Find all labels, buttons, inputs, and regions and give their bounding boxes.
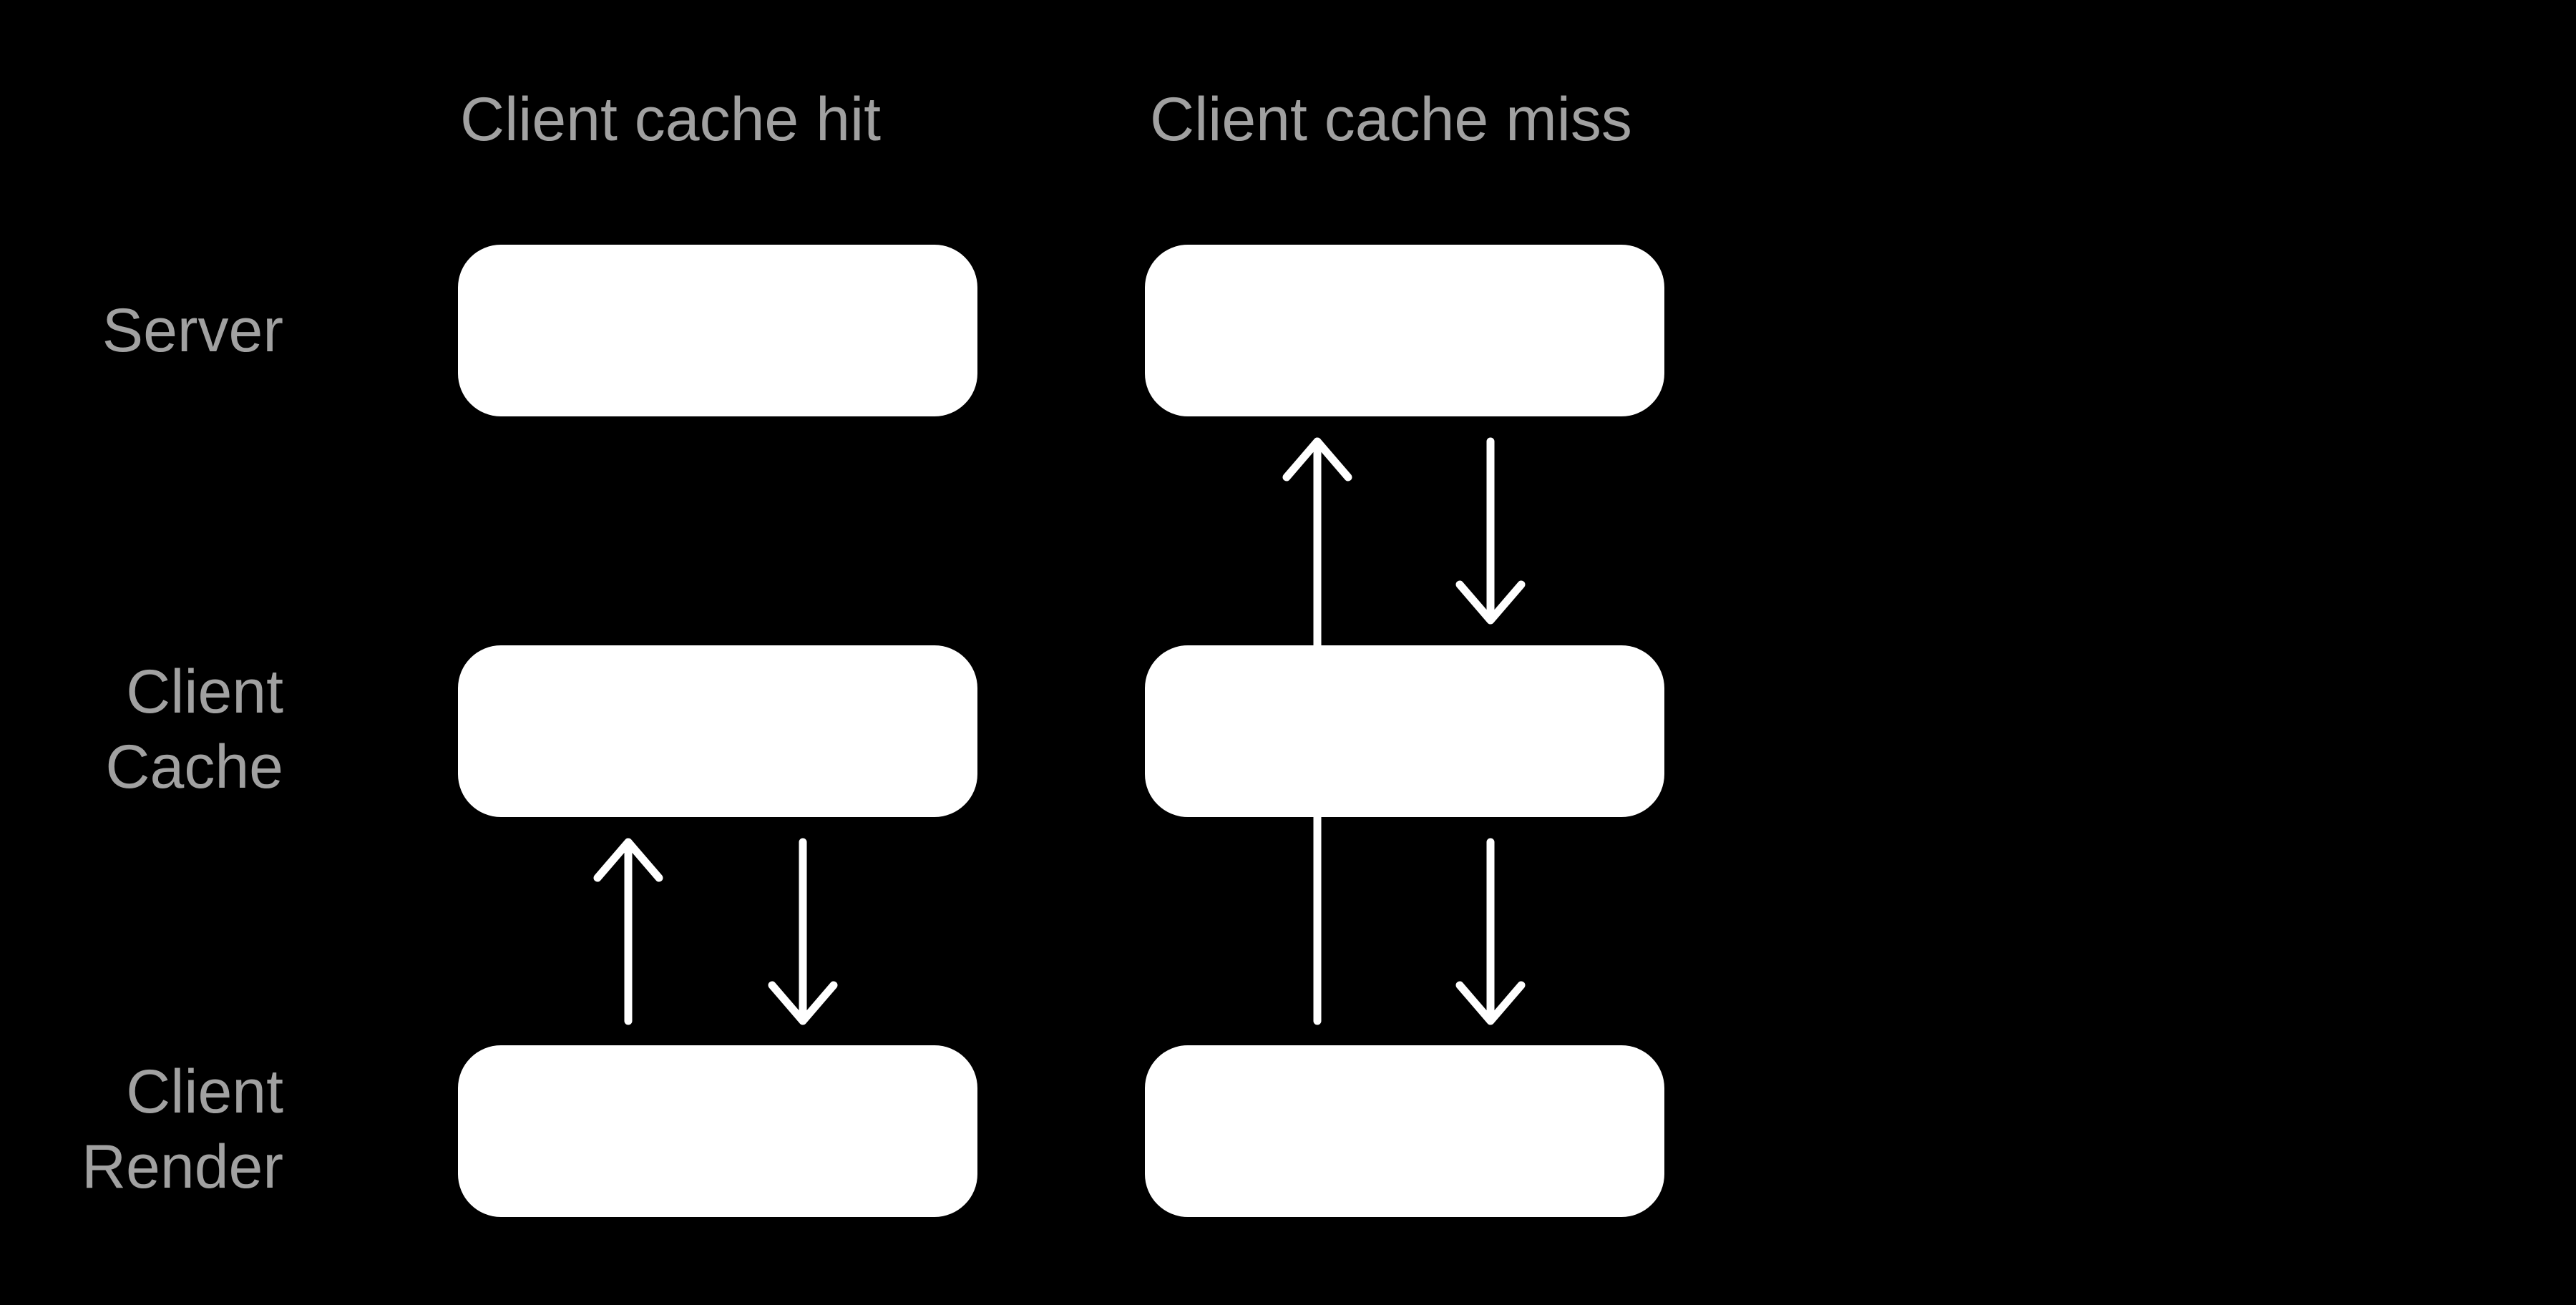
row-label-client-render: Client Render — [0, 1055, 283, 1205]
box-hit-client-render — [458, 1045, 977, 1217]
column-header-client-cache-hit: Client cache hit — [460, 85, 881, 154]
row-label-server: Server — [0, 293, 283, 368]
row-label-server-line: Server — [102, 296, 283, 365]
down-arrow-cache-to-render-hit-icon — [768, 838, 838, 1025]
row-label-client-render-line-1: Client — [126, 1057, 283, 1126]
down-arrow-server-to-cache-icon — [1455, 437, 1526, 625]
box-miss-client-render — [1145, 1045, 1664, 1217]
box-miss-server — [1145, 245, 1664, 416]
down-arrow-cache-to-render-miss-icon — [1455, 838, 1526, 1025]
box-hit-server — [458, 245, 977, 416]
up-arrow-render-to-cache-icon — [593, 838, 663, 1025]
column-header-client-cache-miss: Client cache miss — [1150, 85, 1632, 154]
row-label-client-cache-line-1: Client — [126, 658, 283, 726]
box-miss-client-cache — [1145, 645, 1664, 817]
row-label-client-render-line-2: Render — [81, 1133, 283, 1201]
row-label-client-cache: Client Cache — [0, 655, 283, 805]
row-label-client-cache-line-2: Cache — [105, 733, 283, 801]
box-hit-client-cache — [458, 645, 977, 817]
